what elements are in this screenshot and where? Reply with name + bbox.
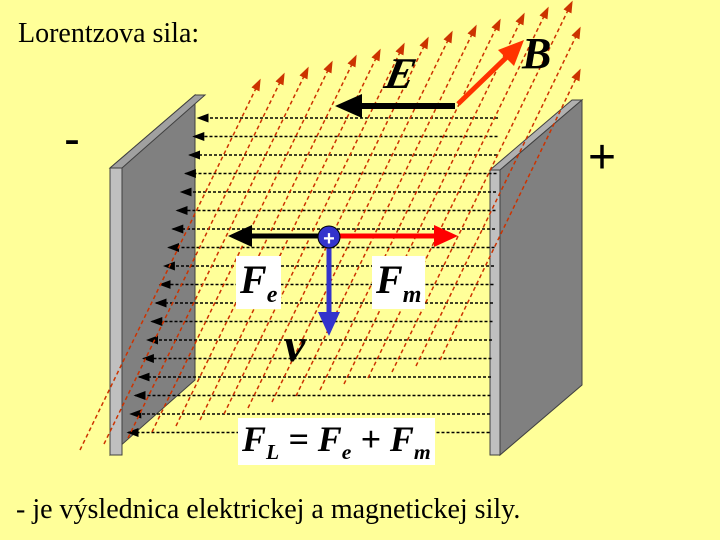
label-fm-main: F: [376, 257, 403, 302]
e-field-vector: [335, 94, 455, 118]
magnetic-line: [79, 78, 261, 451]
magnetic-field-lines: [79, 0, 581, 451]
b-field-vector: [456, 40, 524, 106]
negative-plate: [108, 93, 207, 457]
eq-fl: F: [242, 419, 267, 459]
magnetic-line: [223, 42, 405, 415]
magnetic-line: [343, 12, 525, 385]
eq-fm-sub: m: [413, 440, 431, 465]
caption: - je výslednica elektrickej a magneticke…: [16, 494, 521, 525]
eq-fl-sub: L: [266, 440, 280, 465]
magnetic-line: [319, 18, 501, 391]
magnetic-line: [175, 54, 357, 427]
label-v: v: [284, 319, 306, 372]
electric-force-vector: [228, 225, 320, 247]
label-b: B: [522, 29, 552, 78]
magnetic-line: [439, 68, 581, 361]
magnetic-line: [391, 0, 573, 373]
velocity-vector: [318, 246, 340, 336]
magnetic-line: [271, 30, 453, 403]
label-fm: Fm: [372, 256, 426, 309]
eq-fe: F: [317, 419, 342, 459]
positive-charge: +: [317, 225, 341, 250]
slide-title: Lorentzova sila:: [18, 18, 200, 49]
positive-sign: +: [588, 131, 617, 184]
magnetic-line: [151, 60, 333, 433]
charge-sign: +: [323, 228, 335, 250]
label-fe: Fe: [236, 256, 282, 309]
eq-plus: +: [351, 419, 390, 459]
lorentz-equation: FL = Fe + Fm: [238, 418, 435, 466]
magnetic-line: [103, 72, 285, 445]
magnetic-line: [367, 6, 549, 379]
eq-fm: F: [389, 419, 414, 459]
magnetic-line: [127, 66, 309, 439]
label-fe-main: F: [240, 257, 267, 302]
magnetic-force-vector: [338, 225, 458, 247]
negative-sign: -: [64, 113, 80, 166]
positive-plate: [488, 98, 584, 457]
label-fm-sub: m: [402, 282, 422, 308]
eq-equals: =: [279, 419, 318, 459]
magnetic-line: [295, 24, 477, 397]
magnetic-line: [247, 36, 429, 409]
label-fe-sub: e: [266, 282, 278, 308]
eq-fe-sub: e: [341, 440, 352, 465]
